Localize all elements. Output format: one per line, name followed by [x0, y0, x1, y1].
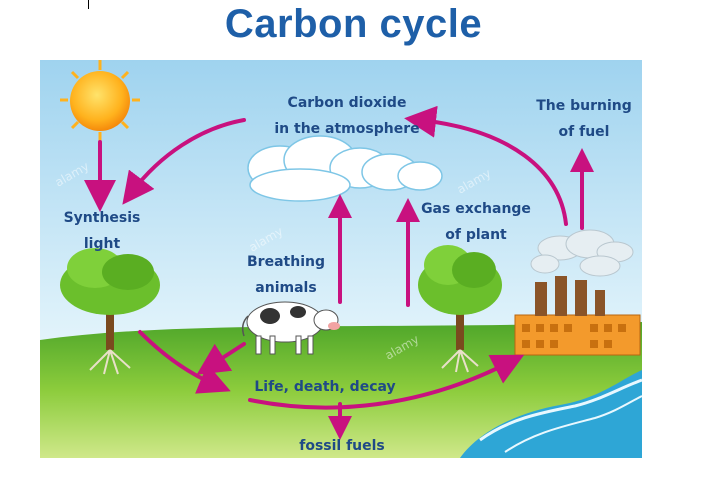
label-synthesis-line1: Synthesis	[63, 210, 141, 226]
label-breathing: Breathing animals	[242, 249, 330, 301]
water	[460, 370, 642, 458]
label-co2-line2: in the atmosphere	[274, 121, 420, 137]
label-co2-line1: Carbon dioxide	[287, 95, 407, 111]
arrow-atmosphere-to-synthesis	[122, 118, 246, 205]
arrow-decay-to-factory	[248, 354, 525, 410]
label-life-death-decay: Life, death, decay	[254, 379, 396, 395]
label-co2: Carbon dioxide in the atmosphere	[272, 90, 422, 142]
arrow-tree-to-decay	[138, 330, 231, 394]
water-wave	[504, 395, 643, 453]
label-gas-line2: of plant	[445, 227, 507, 243]
water-wave	[479, 378, 643, 442]
tree-left-icon	[60, 248, 160, 375]
cow-icon	[241, 301, 340, 355]
tree-right-icon	[418, 245, 502, 373]
label-synthesis: Synthesis light	[58, 205, 146, 257]
label-breathing-line2: animals	[255, 280, 317, 296]
sun-icon	[60, 60, 140, 142]
label-burning-line2: of fuel	[558, 124, 610, 140]
page-title: Carbon cycle	[224, 2, 483, 46]
smoke-icon	[530, 229, 634, 277]
arrow-animals-to-ground	[196, 342, 246, 375]
arrow-factory-to-atmosphere	[404, 105, 568, 226]
label-fossil-fuels: fossil fuels	[299, 438, 385, 454]
label-burning-line1: The burning	[536, 98, 632, 114]
cloud-icon	[247, 135, 443, 202]
label-breathing-line1: Breathing	[247, 254, 325, 270]
factory-icon	[514, 276, 641, 356]
cursor-tick	[88, 0, 89, 9]
label-burning: The burning of fuel	[536, 93, 632, 145]
label-synthesis-line2: light	[83, 236, 121, 252]
label-gas-line1: Gas exchange	[421, 201, 531, 217]
label-gas-exchange: Gas exchange of plant	[418, 196, 534, 248]
